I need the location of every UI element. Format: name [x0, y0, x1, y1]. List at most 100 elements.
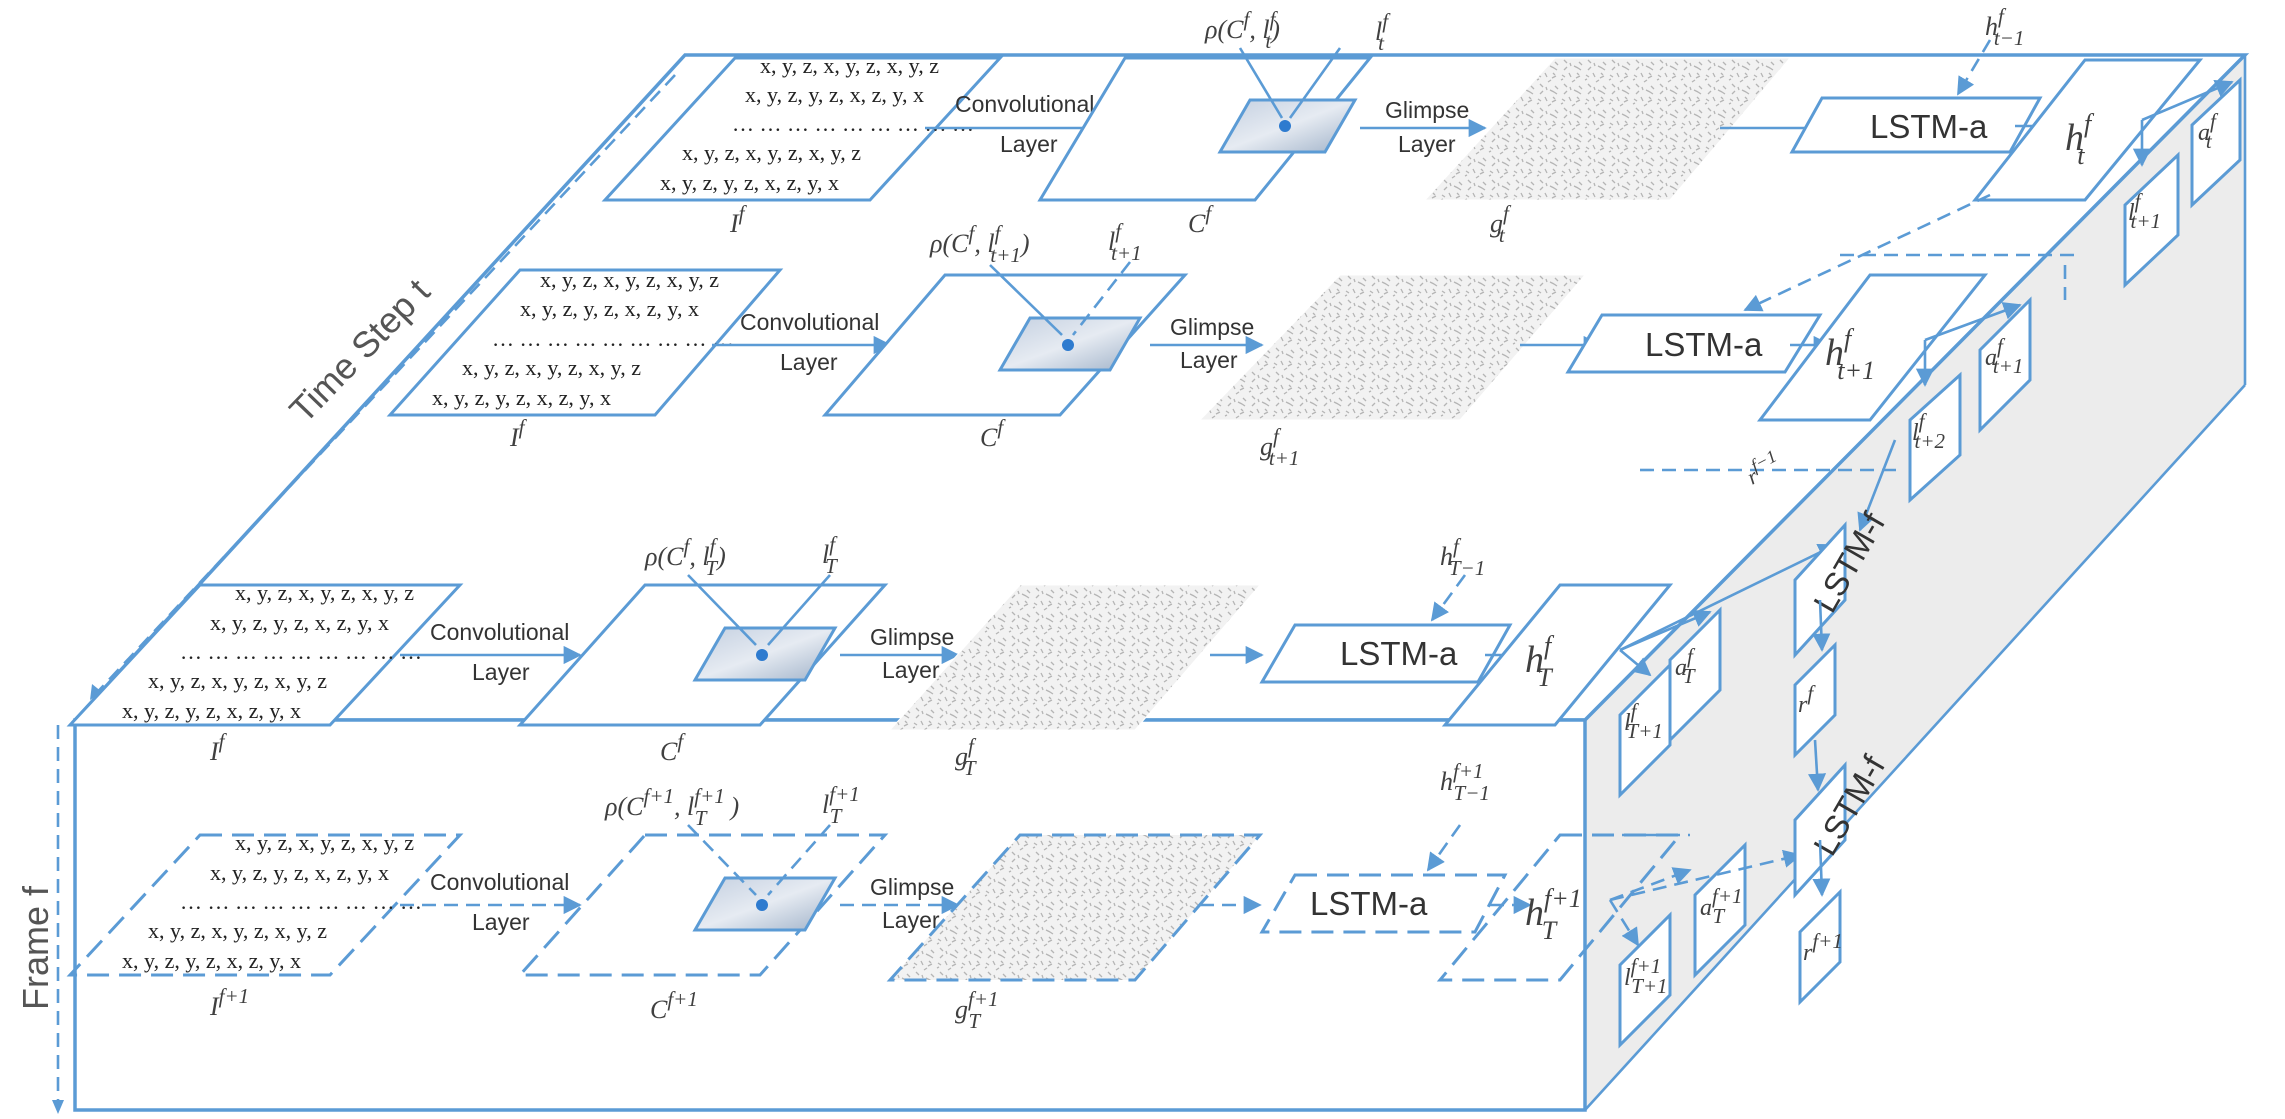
frame-result-label: rf+1: [1803, 929, 1843, 966]
conv-label: Cf+1: [650, 987, 698, 1024]
input-data-box: [66, 583, 464, 727]
input-label: If: [209, 729, 228, 766]
svg-text:x, y, z, x, y, z, x, y, z: x, y, z, x, y, z, x, y, z: [682, 140, 861, 165]
action-box: [1693, 841, 1747, 979]
svg-text:Layer: Layer: [472, 909, 530, 935]
svg-text:Layer: Layer: [1000, 131, 1058, 157]
next-location-box: [2123, 151, 2180, 289]
lstm-f-box: [1793, 761, 1847, 899]
frame-result-box: [1798, 888, 1842, 1006]
input-data-box: [601, 56, 1004, 202]
svg-text:Convolutional: Convolutional: [430, 619, 569, 645]
svg-text:Layer: Layer: [1180, 347, 1238, 373]
next-location-box: [1618, 661, 1672, 799]
lstm-f-box: [1793, 521, 1847, 659]
svg-text:x, y, z, y, z, x, z, y, x: x, y, z, y, z, x, z, y, x: [122, 698, 301, 723]
conv-label: Cf: [660, 729, 686, 766]
conv-feature-box: [821, 273, 1189, 417]
input-label: If: [509, 415, 528, 452]
svg-text:x, y, z, y, z, x, z, y, x: x, y, z, y, z, x, z, y, x: [745, 82, 924, 107]
glimpse-feature-box: [1198, 274, 1587, 421]
hidden-state-box: [1436, 833, 1684, 982]
svg-text:Layer: Layer: [1398, 131, 1456, 157]
svg-text:x, y, z, x, y, z, x, y, z: x, y, z, x, y, z, x, y, z: [235, 830, 414, 855]
svg-text:Layer: Layer: [780, 349, 838, 375]
conv-feature-box: [516, 583, 889, 727]
svg-text:x, y, z, y, z, x, z, y, x: x, y, z, y, z, x, z, y, x: [122, 948, 301, 973]
svg-text:… … … … … … … … …: … … … … … … … … …: [180, 889, 422, 914]
svg-text:x, y, z, x, y, z, x, y, z: x, y, z, x, y, z, x, y, z: [235, 580, 414, 605]
svg-text:Layer: Layer: [882, 907, 940, 933]
svg-text:Convolutional: Convolutional: [955, 91, 1094, 117]
svg-text:Layer: Layer: [472, 659, 530, 685]
svg-text:Glimpse: Glimpse: [1385, 97, 1469, 123]
svg-text:Layer: Layer: [882, 657, 940, 683]
input-label: If: [729, 201, 748, 238]
svg-text:x, y, z, x, y, z, x, y, z: x, y, z, x, y, z, x, y, z: [540, 267, 719, 292]
glimpse-feature-box: [1423, 57, 1792, 201]
hidden-state-box: [1756, 273, 1989, 422]
input-data-text: x, y, z, x, y, z, x, y, z x, y, z, y, z,…: [122, 830, 422, 973]
frame-result-label: rf: [1798, 681, 1816, 718]
action-box: [1978, 296, 2032, 434]
row-t: x, y, z, x, y, z, x, y, z x, y, z, y, z,…: [601, 4, 2242, 312]
svg-text:Glimpse: Glimpse: [870, 624, 954, 650]
conv-feature-box: [1037, 56, 1374, 202]
glimpse-location-dot: [1062, 339, 1074, 351]
frame-axis: Frame f: [15, 725, 64, 1114]
glimpse-location-dot: [1279, 120, 1291, 132]
svg-text:Glimpse: Glimpse: [1170, 314, 1254, 340]
frame-label: Frame f: [15, 885, 56, 1010]
svg-text:LSTM-a: LSTM-a: [1870, 108, 1988, 145]
svg-text:x, y, z, x, y, z, x, y, z: x, y, z, x, y, z, x, y, z: [462, 355, 641, 380]
input-label: If+1: [209, 984, 249, 1021]
svg-text:x, y, z, y, z, x, z, y, x: x, y, z, y, z, x, z, y, x: [432, 385, 611, 410]
next-location-box: [1618, 911, 1672, 1049]
conv-label: Cf: [1188, 201, 1214, 238]
conv-feature-box: [516, 833, 889, 977]
glimpse-location-dot: [756, 649, 768, 661]
row-T: x, y, z, x, y, z, x, y, z x, y, z, y, z,…: [66, 506, 1893, 799]
svg-text:… … … … … … … … …: … … … … … … … … …: [492, 326, 734, 351]
input-data-box: [66, 833, 464, 977]
lstm-a-box: [1789, 96, 2043, 154]
input-data-box: [386, 268, 784, 417]
lstm-a-box: [1565, 313, 1823, 374]
svg-text:x, y, z, y, z, x, z, y, x: x, y, z, y, z, x, z, y, x: [660, 170, 839, 195]
conv-label: Cf: [980, 415, 1006, 452]
svg-text:… … … … … … … … …: … … … … … … … … …: [732, 111, 974, 136]
input-data-text: x, y, z, x, y, z, x, y, z x, y, z, y, z,…: [122, 580, 422, 723]
frame-result-box: [1793, 641, 1837, 759]
hidden-state-box: [1441, 583, 1674, 727]
svg-text:LSTM-a: LSTM-a: [1340, 635, 1458, 672]
svg-text:… … … … … … … … …: … … … … … … … … …: [180, 639, 422, 664]
lstm-a-box: [1259, 873, 1508, 934]
action-box: [2190, 76, 2242, 209]
next-location-box: [1908, 371, 1962, 504]
svg-text:Convolutional: Convolutional: [430, 869, 569, 895]
svg-text:x, y, z, y, z, x, z, y, x: x, y, z, y, z, x, z, y, x: [210, 860, 389, 885]
